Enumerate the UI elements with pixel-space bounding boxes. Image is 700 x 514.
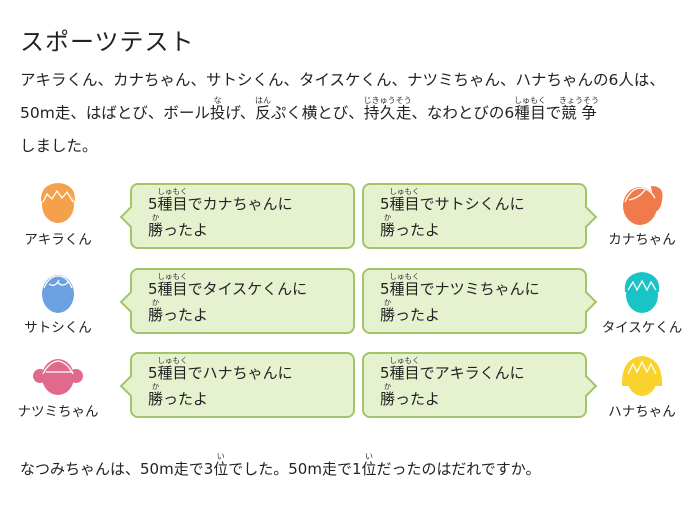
face (623, 187, 657, 225)
person-name: ナツミちゃん (17, 404, 99, 420)
speech-bubble-taisuke: 5種目しゅもくでナツミちゃんに 勝かったよ (362, 268, 598, 334)
face (626, 277, 658, 313)
intro-paragraph: アキラくん、カナちゃん、サトシくん、タイスケくん、ナツミちゃん、ハナちゃんの6人… (20, 71, 665, 155)
bubble-tail (574, 374, 598, 398)
boy-avatar-icon (624, 272, 660, 313)
boy-avatar-icon (42, 275, 74, 313)
ruby-word: 投な (209, 96, 226, 122)
bubble-target: アキラくん (434, 364, 510, 382)
girl-avatar-icon (623, 186, 663, 225)
person-natsumi: ナツミちゃん (13, 352, 103, 420)
bubble-target: ナツミちゃん (434, 280, 525, 298)
question-text: なつみちゃんは、50m走で3位いでした。50m走で1位いだったのはだれですか。 (20, 452, 541, 478)
bangs-outline (624, 187, 656, 203)
face (42, 187, 74, 223)
bangs-outline (42, 360, 74, 375)
bubble-target: ハナちゃん (202, 364, 278, 382)
person-name: ハナちゃん (608, 404, 676, 420)
hair-outline (43, 275, 73, 289)
boy-avatar-icon (40, 183, 76, 223)
person-name: カナちゃん (608, 232, 676, 248)
bubble-tail (119, 290, 143, 314)
bubble-target: サトシくん (434, 195, 510, 213)
hair-outline (627, 279, 657, 292)
bubble-target: タイスケくん (202, 280, 293, 298)
person-akira: アキラくん (13, 180, 103, 248)
face (627, 360, 657, 396)
ruby-word: 持久走じきゅうそう (363, 96, 412, 122)
speech-bubble-hana: 5種目しゅもくでアキラくんに 勝かったよ (362, 352, 598, 418)
girl-avatar-icon (621, 356, 663, 396)
person-satoshi: サトシくん (13, 268, 103, 336)
person-name: アキラくん (24, 232, 92, 248)
person-hana: ハナちゃん (597, 352, 687, 420)
girl-avatar-icon (33, 359, 83, 395)
ruby-word: 種目しゅもく (513, 96, 546, 122)
person-name: サトシくん (24, 320, 92, 336)
ponytail (651, 186, 663, 212)
bangs-outline (627, 360, 657, 375)
person-taisuke: タイスケくん (597, 268, 687, 336)
speech-bubble-natsumi: 5種目しゅもくでハナちゃんに 勝かったよ (119, 352, 355, 418)
bubble-tail (574, 290, 598, 314)
person-kana: カナちゃん (597, 180, 687, 248)
ruby-word: 競争きょうそう (559, 96, 599, 122)
face (42, 359, 74, 395)
bubble-tail (574, 205, 598, 229)
page-title: スポーツテスト (20, 28, 195, 56)
bubble-target: カナちゃん (202, 195, 278, 213)
bubble-tail (119, 205, 143, 229)
person-name: タイスケくん (601, 320, 683, 336)
speech-bubble-satoshi: 5種目しゅもくでタイスケくんに 勝かったよ (119, 268, 355, 334)
ruby-word: 反はん (255, 96, 272, 122)
hair-outline (42, 189, 74, 203)
bubble-tail (119, 374, 143, 398)
speech-bubble-akira: 5種目しゅもくでカナちゃんに 勝かったよ (119, 183, 355, 249)
speech-bubble-kana: 5種目しゅもくでサトシくんに 勝かったよ (362, 183, 598, 249)
